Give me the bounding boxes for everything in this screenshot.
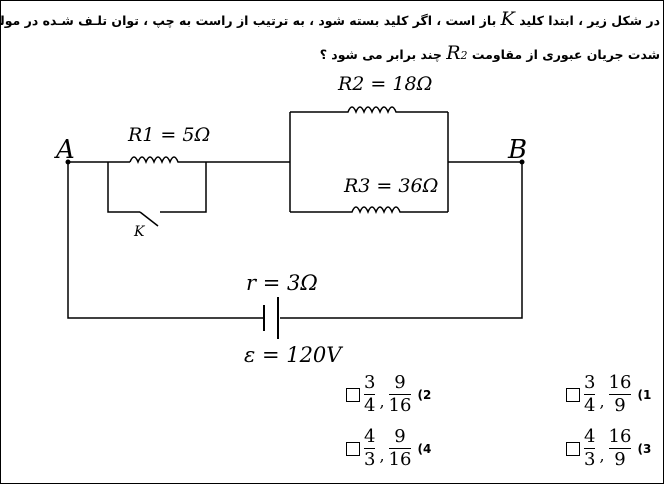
- r3-label: R3 = 36Ω: [343, 175, 438, 197]
- option-1-number: (1: [637, 387, 652, 402]
- question-line-1: در شکل زیر ، ابتدا کلید K باز است ، اگر …: [0, 8, 660, 30]
- resistor-r1: [129, 156, 210, 165]
- resistor-r3: [290, 206, 448, 215]
- resistor-r2: [290, 106, 448, 115]
- option-1-checkbox[interactable]: [566, 387, 580, 402]
- switch-branch-right: [160, 162, 207, 213]
- option-2-number: (2: [417, 387, 432, 402]
- emf-label: ε = 120V: [244, 343, 343, 367]
- wire-right-loop: [280, 162, 523, 319]
- r2-label: R2 = 18Ω: [337, 73, 432, 95]
- node-a-dot: [65, 159, 71, 165]
- r1-label: R1 = 5Ω: [127, 124, 210, 146]
- switch-k: [139, 211, 159, 227]
- option-3-number: (3: [637, 441, 652, 456]
- node-b-dot: [519, 159, 525, 165]
- internal-resistance-label: r = 3Ω: [246, 271, 318, 295]
- node-b-label: B: [507, 135, 527, 165]
- question-line-2-part-2: چند برابر می شود ؟: [319, 47, 442, 62]
- question-line-1-part-1: در شکل زیر ، ابتدا کلید: [519, 13, 660, 28]
- question-line-2-part-1: شدت جریان عبوری از مقاومت: [471, 47, 660, 62]
- switch-label: K: [133, 224, 146, 240]
- resistor-r2-symbol: R2: [446, 42, 468, 64]
- node-a-label: A: [54, 135, 75, 165]
- switch-branch-left: [107, 162, 140, 213]
- option-4-number: (4: [417, 441, 432, 456]
- option-2-checkbox[interactable]: [346, 387, 360, 402]
- wire-left-loop: [67, 162, 264, 319]
- question-line-2: شدت جریان عبوری از مقاومت R2 چند برابر م…: [320, 42, 660, 64]
- option-4-checkbox[interactable]: [346, 441, 360, 456]
- option-3-checkbox[interactable]: [566, 441, 580, 456]
- switch-symbol: K: [500, 8, 515, 30]
- question-line-1-part-2: باز است ، اگر کلید بسته شود ، به ترتیب ا…: [0, 13, 497, 28]
